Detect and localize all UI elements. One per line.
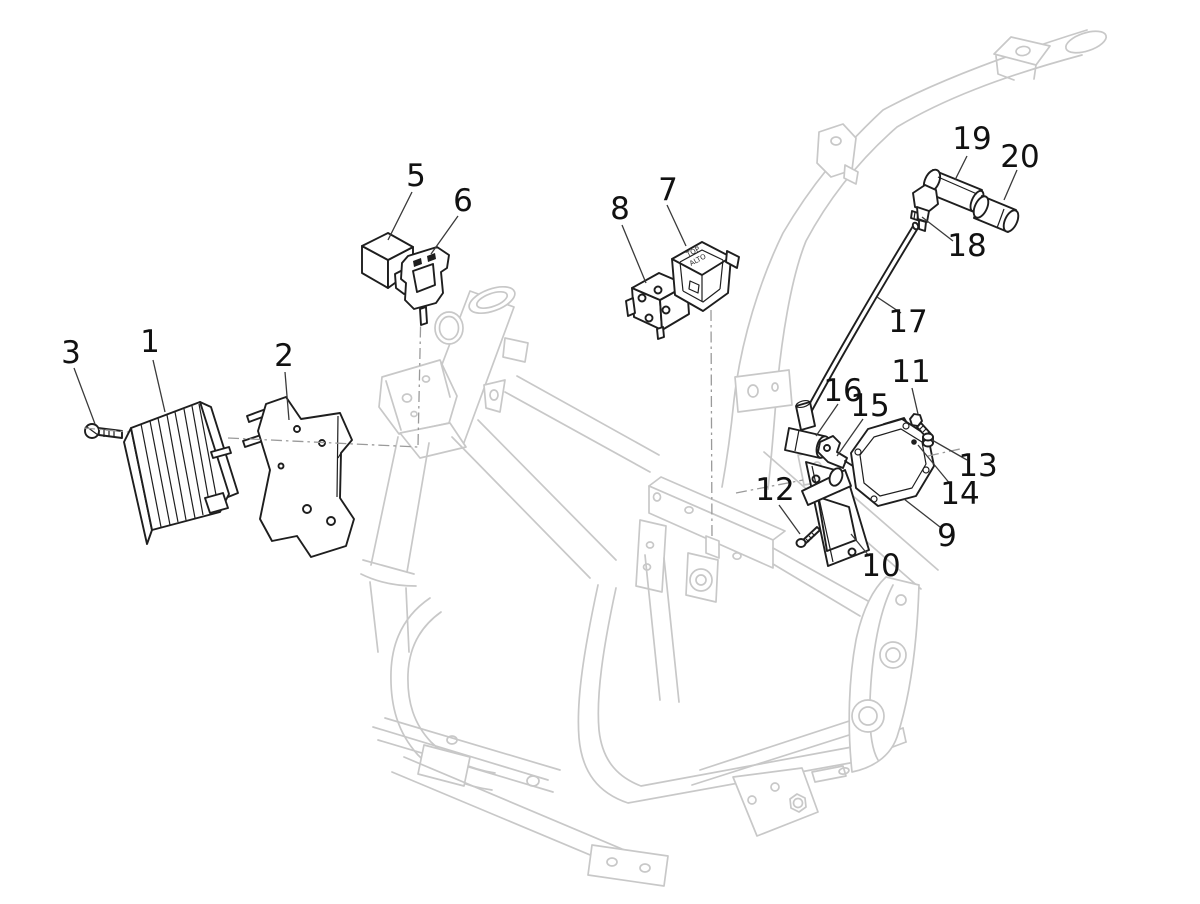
leader-line-17 (876, 296, 902, 314)
part-17-spark-plug-cable (802, 221, 920, 419)
cross-beam (648, 485, 774, 569)
callout-1: 1 (140, 324, 160, 360)
part-2-bracket (242, 396, 355, 558)
leader-line-7 (666, 204, 687, 247)
leader-line-11 (911, 387, 919, 415)
callout-9: 9 (937, 518, 957, 554)
callout-20: 20 (1000, 139, 1039, 175)
part-13-nut (922, 432, 934, 448)
leader-line-13 (931, 439, 968, 461)
leader-line-14 (917, 444, 952, 486)
callout-13: 13 (958, 448, 997, 484)
leader-line-6 (430, 215, 459, 255)
callout-14: 14 (940, 476, 979, 512)
leader-line-20 (1003, 169, 1018, 201)
callout-15: 15 (850, 388, 889, 424)
centerline-relay6 (417, 304, 422, 447)
leader-line-10 (850, 533, 870, 557)
part-20-cap-cover (972, 195, 1020, 233)
assembly-axes (83, 427, 961, 494)
part-6-relay-holder (400, 246, 450, 326)
part-19-spark-plug-cap (912, 168, 985, 232)
part-1-voltage-regulator (123, 401, 239, 545)
part-14-washer (911, 439, 917, 445)
callout-2: 2 (274, 338, 294, 374)
part-3-screw (84, 423, 123, 439)
callout-18: 18 (947, 228, 986, 264)
callout-6: 6 (453, 183, 473, 219)
leader-line-8 (621, 224, 647, 284)
leader-line-1 (152, 359, 166, 413)
callout-12: 12 (755, 472, 794, 508)
callout-7: 7 (658, 172, 678, 208)
frame-wireframe (360, 29, 1108, 887)
leader-line-18 (921, 216, 954, 242)
axis-coil-right (927, 448, 961, 457)
leader-line-2 (284, 371, 290, 421)
callout-3: 3 (61, 335, 81, 371)
centerlines (417, 304, 713, 541)
part-15-clamp (817, 435, 857, 469)
leader-line-12 (778, 504, 801, 535)
leader-line-5 (387, 191, 413, 241)
axis-regulator-left (83, 427, 129, 433)
leader-line-15 (836, 418, 864, 457)
centerline-relay7 (710, 309, 713, 541)
callout-19: 19 (952, 121, 991, 157)
leader-line-3 (73, 367, 96, 425)
callout-17: 17 (888, 304, 927, 340)
leader-line-9 (903, 498, 941, 528)
callout-11: 11 (891, 354, 930, 390)
callout-8: 8 (610, 191, 630, 227)
handlebar-bracket (993, 36, 1051, 66)
callout-5: 5 (406, 158, 426, 194)
callout-16: 16 (823, 373, 862, 409)
axis-regulator-right (227, 437, 419, 448)
callout-10: 10 (861, 548, 900, 584)
leader-line-19 (954, 155, 968, 181)
part-12-screw (795, 526, 821, 548)
part-7-relay-holder: TOP ALTO (671, 241, 740, 312)
leader-line-16 (815, 403, 839, 437)
